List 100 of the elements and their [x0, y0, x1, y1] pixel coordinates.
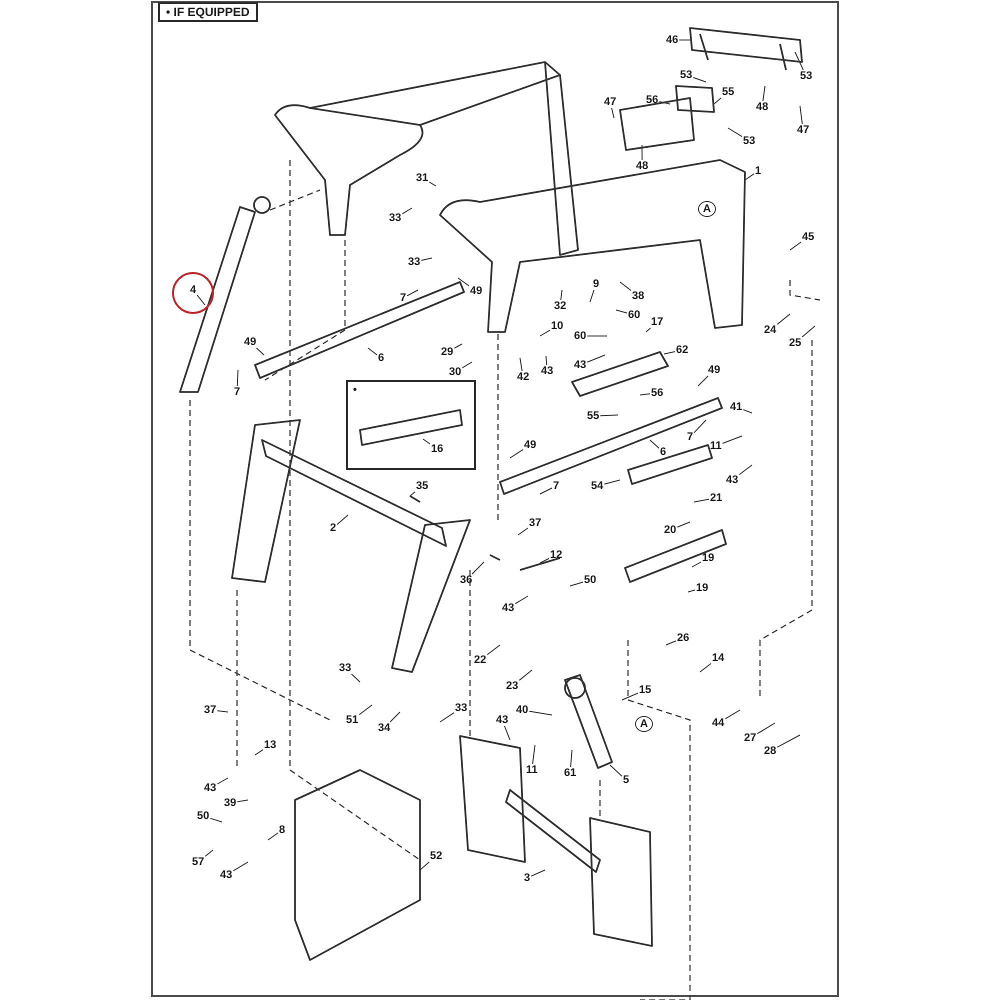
leader-line: [590, 290, 594, 302]
callout-number: 40: [515, 704, 530, 716]
callout-number: 3: [523, 872, 532, 884]
leader-line: [790, 242, 802, 250]
callout-number: 7: [399, 292, 408, 304]
leader-line: [454, 344, 462, 349]
leader-line: [666, 640, 676, 646]
leader-line: [336, 514, 348, 525]
leader-line: [570, 582, 584, 586]
callout-number: 52: [429, 850, 444, 862]
leader-line: [610, 764, 622, 777]
leader-line: [586, 354, 606, 363]
callout-number: 12: [549, 549, 564, 561]
callout-number: 7: [233, 386, 242, 398]
callout-number: 33: [338, 662, 352, 674]
leader-line: [694, 420, 706, 434]
inset-box: [346, 380, 476, 470]
leader-line: [676, 522, 690, 528]
leader-line: [756, 722, 776, 734]
leader-line: [236, 370, 238, 386]
leader-line: [794, 52, 804, 70]
callout-number: 21: [709, 492, 724, 504]
callout-number: 17: [650, 316, 664, 328]
callout-number: 29: [440, 346, 454, 358]
leader-line: [540, 330, 550, 336]
leader-line: [420, 258, 432, 261]
leader-line: [520, 358, 523, 372]
leader-line: [268, 832, 278, 840]
callout-number: 44: [711, 717, 726, 729]
callout-number: 26: [676, 632, 690, 644]
leader-line: [722, 436, 742, 444]
callout-number: 37: [528, 517, 542, 529]
callout-number: 34: [377, 722, 392, 734]
leader-line: [458, 278, 470, 286]
leader-line: [204, 850, 214, 857]
leader-line: [776, 314, 790, 325]
leader-line: [462, 362, 472, 368]
leader-line: [604, 480, 620, 485]
leader-line: [800, 106, 803, 124]
callout-number: 14: [711, 652, 726, 664]
callout-number: 43: [495, 714, 510, 726]
callout-number: 53: [679, 69, 694, 81]
callout-number: 11: [525, 764, 539, 776]
callout-number: 45: [801, 231, 816, 243]
callout-number: 13: [263, 739, 278, 751]
if-equipped-note: • IF EQUIPPED: [158, 2, 258, 22]
leader-line: [351, 674, 360, 682]
leader-line: [540, 488, 552, 494]
callout-number: 43: [540, 365, 554, 377]
callout-number: 42: [516, 371, 530, 383]
callout-number: 49: [707, 364, 722, 376]
callout-number: 43: [219, 869, 234, 881]
leader-line: [422, 438, 430, 444]
circled-letter: A: [698, 201, 716, 217]
callout-number: 50: [583, 574, 598, 586]
leader-line: [802, 326, 816, 338]
callout-number: 48: [755, 101, 770, 113]
callout-number: 22: [473, 654, 488, 666]
callout-number: 16: [430, 443, 444, 455]
leader-line: [236, 800, 248, 802]
callout-number: 43: [203, 782, 218, 794]
circled-letter: A: [635, 716, 653, 732]
callout-number: 25: [788, 337, 802, 349]
leader-line: [650, 440, 660, 449]
leader-line: [410, 491, 416, 496]
leader-line: [420, 862, 430, 870]
leader-line: [642, 144, 643, 160]
leader-line: [694, 498, 710, 502]
callout-number: 19: [695, 582, 710, 594]
callout-number: 36: [459, 574, 474, 586]
leader-line: [776, 734, 800, 748]
callout-number: 46: [665, 34, 680, 46]
leader-line: [196, 294, 206, 306]
leader-line: [518, 528, 528, 536]
leader-line: [600, 414, 618, 416]
callout-number: 55: [721, 86, 736, 98]
callout-number: 43: [573, 359, 588, 371]
leader-line: [514, 596, 528, 604]
callout-number: 49: [243, 336, 258, 348]
leader-line: [616, 310, 628, 314]
leader-line: [528, 710, 552, 716]
callout-number: 20: [663, 524, 678, 536]
callout-number: 24: [763, 324, 778, 336]
leader-line: [256, 348, 264, 356]
callout-number: 33: [388, 212, 402, 224]
callout-number: 53: [799, 70, 814, 82]
leader-line: [472, 562, 484, 574]
leader-line: [688, 590, 696, 592]
leader-line: [518, 670, 532, 681]
callout-number: 62: [675, 344, 690, 356]
leader-line: [622, 692, 638, 700]
callout-number: 57: [191, 856, 206, 868]
leader-line: [570, 750, 572, 768]
leader-line: [254, 749, 264, 756]
leader-line: [658, 101, 670, 104]
callout-number: 37: [203, 704, 218, 716]
leader-line: [504, 726, 510, 740]
leader-line: [714, 98, 722, 104]
leader-line: [664, 351, 676, 354]
leader-line: [738, 464, 752, 476]
